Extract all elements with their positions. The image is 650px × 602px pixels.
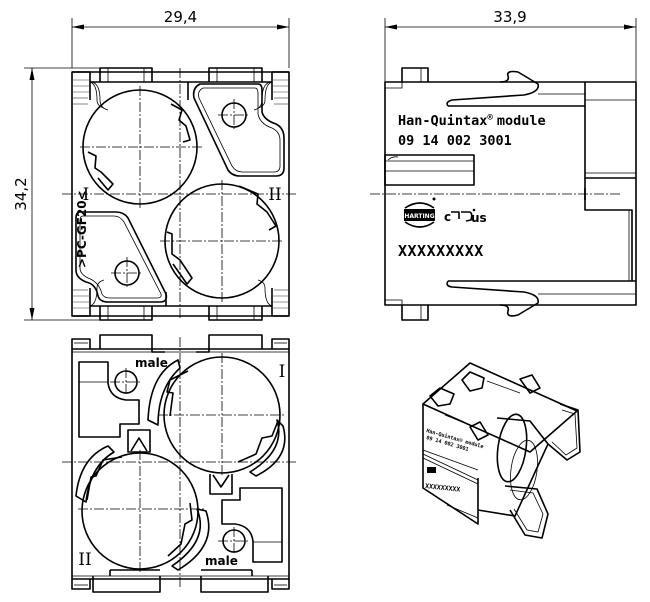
dimension-width-front: 29,4 (71, 8, 290, 68)
harting-logo-icon: HARTING (404, 197, 436, 228)
corner-block-tr (253, 71, 289, 111)
chamber-label-1: I (279, 362, 286, 382)
iso-serial-placeholder: XXXXXXXXX (425, 482, 461, 494)
arrow-right-icon (624, 24, 636, 30)
rear-view: male male I II (62, 334, 298, 593)
dimension-height-front: 34,2 (12, 67, 100, 321)
side-width-label: 33,9 (493, 8, 526, 26)
arrow-down-icon (29, 308, 35, 320)
side-view: Han-Quintax®module 09 14 002 3001 HARTIN… (370, 67, 637, 321)
corner-block-bl (72, 279, 105, 317)
product-name-label: Han-Quintax®module (398, 113, 546, 129)
part-number-label: 09 14 002 3001 (398, 133, 512, 149)
iso-harting-logo-icon (427, 467, 436, 473)
front-view: >PC-GF20< I II (62, 67, 298, 321)
arrow-left-icon (385, 24, 397, 30)
arrow-left-icon (72, 24, 84, 30)
male-label-top: male (135, 356, 168, 370)
chamber-label-2: II (78, 550, 91, 570)
front-width-label: 29,4 (164, 8, 197, 26)
serial-placeholder: XXXXXXXXX (398, 242, 484, 260)
front-height-label: 34,2 (12, 177, 30, 210)
chamber-label-2: II (268, 185, 281, 205)
ul-recognized-icon: c us (444, 208, 487, 225)
svg-text:c: c (444, 210, 451, 224)
chamber-label-1: I (83, 185, 90, 205)
svg-text:us: us (471, 211, 487, 225)
material-mark: >PC-GF20< (75, 190, 89, 268)
arrow-up-icon (29, 68, 35, 80)
male-label-bottom: male (205, 554, 238, 568)
svg-text:HARTING: HARTING (404, 213, 434, 220)
isometric-view: Han-Quintax® module 09 14 002 3001 XXXXX… (422, 362, 581, 539)
dimension-width-side: 33,9 (384, 8, 637, 82)
arrow-right-icon (277, 24, 289, 30)
